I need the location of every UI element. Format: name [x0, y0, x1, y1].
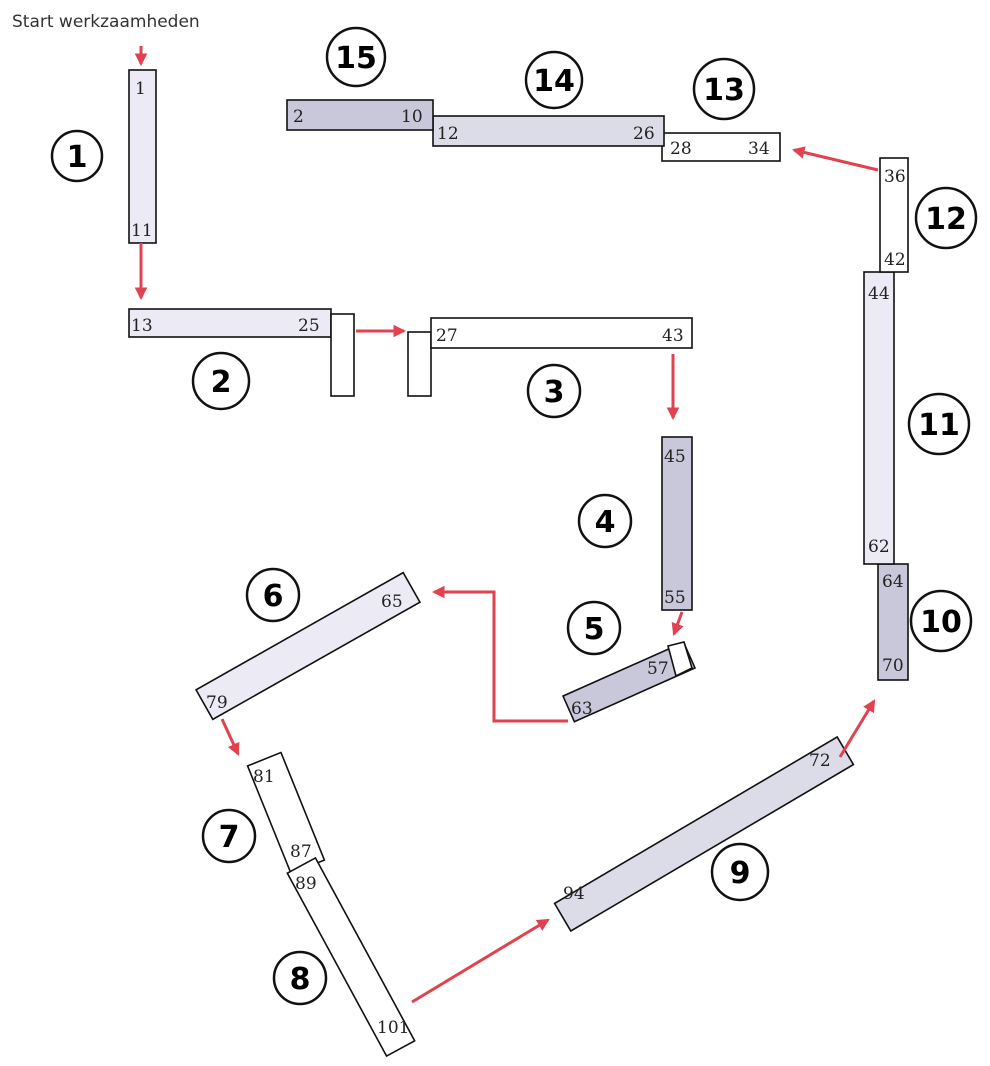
rail-number-to-8: 101 — [377, 1018, 409, 1038]
rail-number-to-4: 55 — [664, 588, 686, 608]
segment-bars — [128, 69, 909, 1058]
sequence-marker-12: 12 — [914, 186, 978, 250]
sequence-marker-14: 14 — [524, 50, 584, 110]
sequence-marker-10: 10 — [909, 589, 973, 653]
arrow-8-to-9 — [411, 918, 550, 1004]
segment-bar-12 — [879, 157, 909, 273]
rail-number-to-15: 10 — [401, 107, 423, 127]
rail-number-to-10: 70 — [882, 656, 904, 676]
segment-bar-10 — [877, 563, 909, 681]
rail-number-from-10: 64 — [882, 572, 904, 592]
sequence-number-1: 1 — [67, 140, 88, 175]
rail-number-labels: 1 11 13 25 27 43 45 55 57 63 65 79 81 87… — [131, 79, 906, 1038]
segment-bar-8 — [286, 856, 416, 1058]
start-label: Start werkzaamheden — [12, 12, 200, 32]
rail-number-from-13: 28 — [670, 139, 692, 159]
sequence-number-15: 15 — [335, 41, 377, 76]
sequence-number-5: 5 — [584, 612, 605, 647]
sequence-number-7: 7 — [219, 820, 240, 855]
sequence-number-4: 4 — [595, 505, 616, 540]
arrow-5-to-6 — [431, 585, 568, 723]
sequence-number-3: 3 — [544, 375, 565, 410]
arrow-9-to-10 — [838, 699, 876, 758]
rail-number-to-6: 79 — [206, 693, 228, 713]
rail-number-from-14: 12 — [437, 124, 459, 144]
sequence-number-13: 13 — [703, 73, 745, 108]
rail-number-to-3: 43 — [662, 326, 684, 346]
segment-bar-11 — [863, 271, 895, 565]
rail-number-from-7: 81 — [253, 767, 275, 787]
rail-number-from-11: 44 — [868, 284, 890, 304]
sequence-number-10: 10 — [920, 605, 962, 640]
segment-bar-3-start — [407, 331, 432, 397]
rail-number-to-13: 34 — [748, 139, 770, 159]
sequence-marker-15: 15 — [325, 26, 387, 88]
segment-bar-3 — [430, 317, 693, 349]
arrow-12-to-13 — [791, 146, 879, 172]
rail-number-from-9: 94 — [563, 884, 585, 904]
rail-number-to-12: 42 — [884, 250, 906, 270]
segment-bar-2-end — [330, 313, 355, 397]
segment-bar-14 — [432, 115, 665, 147]
sequence-marker-2: 2 — [191, 351, 251, 411]
sequence-marker-9: 9 — [710, 842, 770, 902]
segment-bar-5-tip — [667, 641, 693, 678]
segment-bar-2 — [128, 308, 332, 338]
rail-number-from-2: 13 — [131, 316, 153, 336]
sequence-marker-8: 8 — [272, 950, 328, 1006]
sequence-number-8: 8 — [290, 962, 311, 997]
rail-number-from-6: 65 — [381, 592, 403, 612]
rail-number-from-8: 89 — [295, 874, 317, 894]
sequence-circles: 1 2 3 4 5 6 7 8 — [50, 26, 978, 1006]
rail-number-to-11: 62 — [868, 537, 890, 557]
sequence-marker-3: 3 — [526, 363, 582, 419]
segment-bar-1 — [128, 69, 157, 244]
sequence-marker-1: 1 — [50, 129, 104, 183]
arrow-6-to-7 — [220, 718, 240, 756]
segment-bar-5 — [561, 641, 697, 723]
rail-number-from-3: 27 — [436, 326, 458, 346]
sequence-number-11: 11 — [918, 408, 960, 443]
rail-number-to-2: 25 — [298, 316, 320, 336]
sequence-number-12: 12 — [925, 202, 967, 237]
rail-number-to-5: 63 — [571, 699, 593, 719]
sequence-marker-11: 11 — [907, 392, 971, 456]
sequence-marker-5: 5 — [566, 600, 622, 656]
route-arrows — [134, 46, 879, 1004]
rail-number-to-9: 72 — [809, 751, 831, 771]
rail-number-from-1: 1 — [135, 79, 146, 99]
rail-number-from-12: 36 — [884, 167, 906, 187]
rail-number-to-14: 26 — [633, 124, 655, 144]
rail-number-from-4: 45 — [664, 447, 686, 467]
arrow-4-to-5 — [671, 611, 684, 636]
sequence-marker-4: 4 — [577, 493, 633, 549]
rail-number-to-1: 11 — [131, 221, 153, 241]
segment-bar-6 — [194, 571, 422, 721]
rail-number-from-5: 57 — [647, 659, 669, 679]
sequence-marker-6: 6 — [245, 567, 301, 623]
sequence-marker-13: 13 — [692, 57, 756, 121]
rail-number-to-7: 87 — [290, 842, 312, 862]
sequence-marker-7: 7 — [201, 808, 257, 864]
sequence-number-6: 6 — [263, 579, 284, 614]
rail-number-from-15: 2 — [293, 107, 304, 127]
segment-bar-13 — [661, 132, 781, 162]
sequence-number-14: 14 — [533, 64, 575, 99]
segment-bar-4 — [661, 436, 693, 611]
segment-bar-15 — [286, 99, 434, 131]
sequence-number-9: 9 — [730, 856, 751, 891]
sequence-number-2: 2 — [211, 365, 232, 400]
